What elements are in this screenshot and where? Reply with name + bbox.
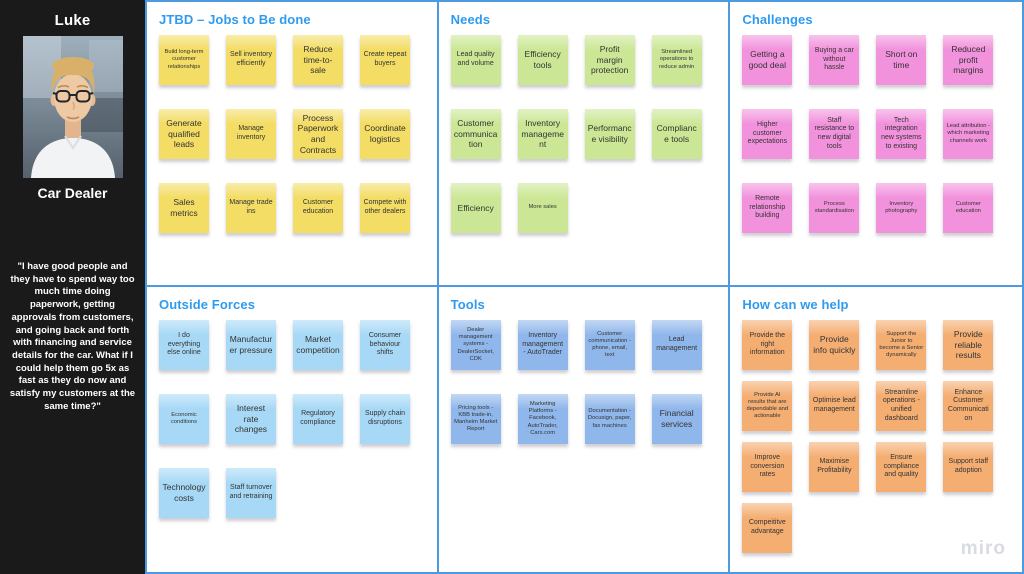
sticky-note[interactable]: Support staff adoption	[943, 442, 994, 492]
canvas: JTBD – Jobs to Be done Build long-term c…	[145, 0, 1024, 574]
sticky-note[interactable]: Generate qualified leads	[159, 109, 209, 159]
sticky-note[interactable]: Higher customer expectations	[742, 109, 793, 159]
sticky-note[interactable]: Economic conditions	[159, 394, 209, 444]
persona-role[interactable]: Car Dealer	[37, 185, 108, 201]
sticky-note[interactable]: Provide info quickly	[809, 320, 860, 370]
sticky-note[interactable]: Compete with other dealers	[360, 183, 410, 233]
sticky-note[interactable]: Manage inventory	[226, 109, 276, 159]
notes-grid-challenges: Getting a good deal Buying a car without …	[742, 35, 1010, 233]
section-title-outside-forces[interactable]: Outside Forces	[159, 297, 256, 312]
sticky-note[interactable]: Supply chain disruptions	[360, 394, 410, 444]
sticky-note[interactable]: Enhance Customer Communication	[943, 381, 994, 431]
sticky-note[interactable]: Provide AI results that are dependable a…	[742, 381, 793, 431]
sticky-note[interactable]: Profit margin protection	[584, 35, 635, 85]
sticky-note[interactable]: Inventory photography	[876, 183, 927, 233]
sticky-note[interactable]: Performance visibility	[584, 109, 635, 159]
notes-grid-jtbd: Build long-term customer relationships Se…	[159, 35, 425, 233]
section-how-can-we-help: How can we help Provide the right inform…	[730, 287, 1022, 572]
sticky-note[interactable]: Lead quality and volume	[450, 35, 501, 85]
sticky-note[interactable]: Lead management	[651, 320, 702, 370]
sticky-note[interactable]: More sales	[517, 183, 568, 233]
persona-panel: Luke	[0, 0, 145, 574]
sticky-note[interactable]: Efficiency tools	[517, 35, 568, 85]
sticky-note[interactable]: Technology costs	[159, 468, 209, 518]
section-jtbd: JTBD – Jobs to Be done Build long-term c…	[147, 2, 439, 287]
sticky-note[interactable]: Provide the right information	[742, 320, 793, 370]
sticky-note[interactable]: Maximise Profitability	[809, 442, 860, 492]
sticky-note[interactable]: Staff resistance to new digital tools	[809, 109, 860, 159]
section-outside-forces: Outside Forces I do everything else onli…	[147, 287, 439, 572]
sticky-note[interactable]: Compeititve advantage	[742, 503, 793, 553]
notes-grid-outside-forces: I do everything else online Manufacturer …	[159, 320, 425, 518]
sticky-note[interactable]: Ensure compliance and quality	[876, 442, 927, 492]
sticky-note[interactable]: Marketing Platforms - Facebook, AutoTrad…	[517, 394, 568, 444]
sticky-note[interactable]: Customer communication - phone, email, t…	[584, 320, 635, 370]
persona-quote[interactable]: "I have good people and they have to spe…	[9, 261, 136, 412]
persona-name[interactable]: Luke	[54, 12, 91, 29]
sticky-note[interactable]: Short on time	[876, 35, 927, 85]
sticky-note[interactable]: Sales metrics	[159, 183, 209, 233]
sticky-note[interactable]: Getting a good deal	[742, 35, 793, 85]
sticky-note[interactable]: Process Paperwork and Contracts	[293, 109, 343, 159]
section-title-needs[interactable]: Needs	[450, 12, 491, 27]
sticky-note[interactable]: Support the Junior to become a Senior dy…	[876, 320, 927, 370]
sticky-note[interactable]: Manage trade ins	[226, 183, 276, 233]
sticky-note[interactable]: Market competition	[293, 320, 343, 370]
sticky-note[interactable]: Inventory management	[517, 109, 568, 159]
sticky-note[interactable]: Inventory management - AutoTrader	[517, 320, 568, 370]
sticky-note[interactable]: Consumer behaviour shifts	[360, 320, 410, 370]
sticky-note[interactable]: Documentation - Docusign, paper, fax mac…	[584, 394, 635, 444]
sticky-note[interactable]: Improve conversion rates	[742, 442, 793, 492]
sticky-note[interactable]: Tech integration new systems to existing	[876, 109, 927, 159]
sticky-note[interactable]: Remote relationship building	[742, 183, 793, 233]
notes-grid-tools: Dealer management systems - DealerSocket…	[450, 320, 717, 444]
sticky-note[interactable]: Efficiency	[450, 183, 501, 233]
sticky-note[interactable]: Build long-term customer relationships	[159, 35, 209, 85]
sticky-note[interactable]: Manufacturer pressure	[226, 320, 276, 370]
persona-photo-illustration	[22, 36, 123, 178]
sticky-note[interactable]: Process standardisation	[809, 183, 860, 233]
sticky-note[interactable]: Compliance tools	[651, 109, 702, 159]
sticky-note[interactable]: Dealer management systems - DealerSocket…	[450, 320, 501, 370]
section-title-how-can-we-help[interactable]: How can we help	[742, 297, 849, 312]
sticky-note[interactable]: Sell inventory efficiently	[226, 35, 276, 85]
sticky-note[interactable]: Streamlined operations to reduce admin	[651, 35, 702, 85]
sticky-note[interactable]: Provide reliable results	[943, 320, 994, 370]
section-title-tools[interactable]: Tools	[450, 297, 485, 312]
section-title-challenges[interactable]: Challenges	[742, 12, 813, 27]
persona-photo[interactable]	[22, 36, 123, 178]
section-needs: Needs Lead quality and volume Efficiency …	[438, 2, 731, 287]
sticky-note[interactable]: Staff turnover and retraining	[226, 468, 276, 518]
sticky-note[interactable]: Customer communication	[450, 109, 501, 159]
section-title-jtbd[interactable]: JTBD – Jobs to Be done	[159, 12, 311, 27]
sticky-note[interactable]: Regulatory compliance	[293, 394, 343, 444]
sticky-note[interactable]: Create repeat buyers	[360, 35, 410, 85]
sticky-note[interactable]: Customer education	[943, 183, 994, 233]
notes-grid-how-can-we-help: Provide the right information Provide inf…	[742, 320, 1010, 553]
sticky-note[interactable]: Buying a car without hassle	[809, 35, 860, 85]
sticky-note[interactable]: Optimise lead management	[809, 381, 860, 431]
sticky-note[interactable]: Coordinate logistics	[360, 109, 410, 159]
miro-logo: miro	[960, 538, 1006, 559]
sticky-note[interactable]: Interest rate changes	[226, 394, 276, 444]
sticky-note[interactable]: I do everything else online	[159, 320, 209, 370]
sticky-note[interactable]: Reduced profit margins	[943, 35, 994, 85]
sticky-note[interactable]: Financial services	[651, 394, 702, 444]
section-tools: Tools Dealer management systems - Dealer…	[439, 287, 731, 572]
section-challenges: Challenges Getting a good deal Buying a c…	[730, 2, 1022, 287]
sticky-note[interactable]: Streamline operations - unified dashboar…	[876, 381, 927, 431]
sticky-note[interactable]: Customer education	[293, 183, 343, 233]
sticky-note[interactable]: Pricing tools - KBB trade-in, Manheim Ma…	[450, 394, 501, 444]
sticky-note[interactable]: Reduce time-to-sale	[293, 35, 343, 85]
sticky-note[interactable]: Lead attribution - which marketing chann…	[943, 109, 994, 159]
